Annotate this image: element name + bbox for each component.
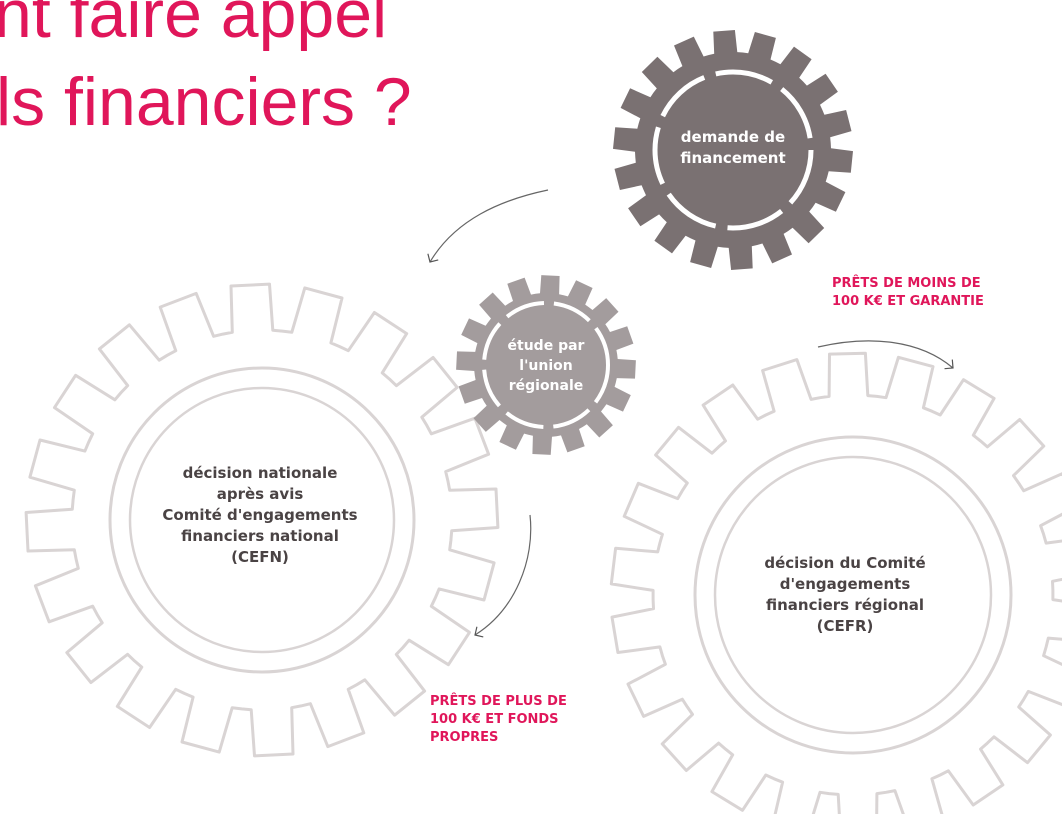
gear-top-dashed-ring xyxy=(652,69,814,231)
flow-label-line: 100 K€ ET FONDS xyxy=(430,712,559,727)
gear-left-label-line: décision nationale xyxy=(182,464,338,482)
gear-middle-label-line: régionale xyxy=(508,378,584,394)
title-line-2: ls financiers ? xyxy=(0,64,412,140)
arrow-to-left-gear xyxy=(427,189,549,263)
gear-right-label-line: d'engagements xyxy=(779,575,911,593)
flow-label-line: PROPRES xyxy=(430,730,499,745)
title-line-1: nt faire appel xyxy=(0,0,388,52)
gear-left-label-line: après avis xyxy=(216,485,304,503)
gear-right-outline xyxy=(609,351,1062,814)
gear-left xyxy=(24,282,500,758)
gear-right-label-line: décision du Comité xyxy=(764,554,926,572)
gear-left-ring xyxy=(108,366,416,674)
arrow-to-right-gear xyxy=(817,340,954,370)
gear-middle-label-line: étude par xyxy=(507,338,585,354)
gear-right-inner-ring xyxy=(713,455,993,735)
gear-middle-label: étude par l'union régionale xyxy=(496,336,596,396)
flow-label-line: PRÊTS DE MOINS DE xyxy=(832,276,981,291)
page-title: nt faire appel ls financiers ? xyxy=(0,0,412,146)
gear-right-ring xyxy=(693,435,1013,755)
flow-label-large-loans: PRÊTS DE PLUS DE 100 K€ ET FONDS PROPRES xyxy=(430,693,567,747)
gear-right-label-line: (CEFR) xyxy=(816,617,874,635)
gear-middle-label-line: l'union xyxy=(519,358,573,374)
gear-top-label-line: financement xyxy=(680,149,786,167)
gear-middle-body xyxy=(456,275,636,455)
flow-label-small-loans: PRÊTS DE MOINS DE 100 K€ ET GARANTIE xyxy=(832,275,984,311)
gear-top-label: demande de financement xyxy=(653,127,813,169)
flow-label-line: PRÊTS DE PLUS DE xyxy=(430,694,567,709)
gear-right xyxy=(609,351,1062,814)
gear-middle-dashed-ring xyxy=(482,301,610,429)
gear-right-label: décision du Comité d'engagements financi… xyxy=(740,553,950,637)
gear-left-label-line: financiers national xyxy=(181,527,339,545)
gear-top-body xyxy=(613,30,853,270)
gear-top xyxy=(613,30,853,270)
gear-left-label: décision nationale après avis Comité d'e… xyxy=(150,463,370,568)
gear-left-label-line: (CEFN) xyxy=(231,548,289,566)
gear-left-outline xyxy=(24,282,500,758)
flow-label-line: 100 K€ ET GARANTIE xyxy=(832,294,984,309)
gear-left-label-line: Comité d'engagements xyxy=(162,506,358,524)
gear-top-label-line: demande de xyxy=(680,128,786,146)
gear-left-inner-ring xyxy=(128,386,396,654)
gear-right-label-line: financiers régional xyxy=(765,596,925,614)
arrow-down-large-loans xyxy=(474,514,532,638)
gear-middle xyxy=(456,275,636,455)
